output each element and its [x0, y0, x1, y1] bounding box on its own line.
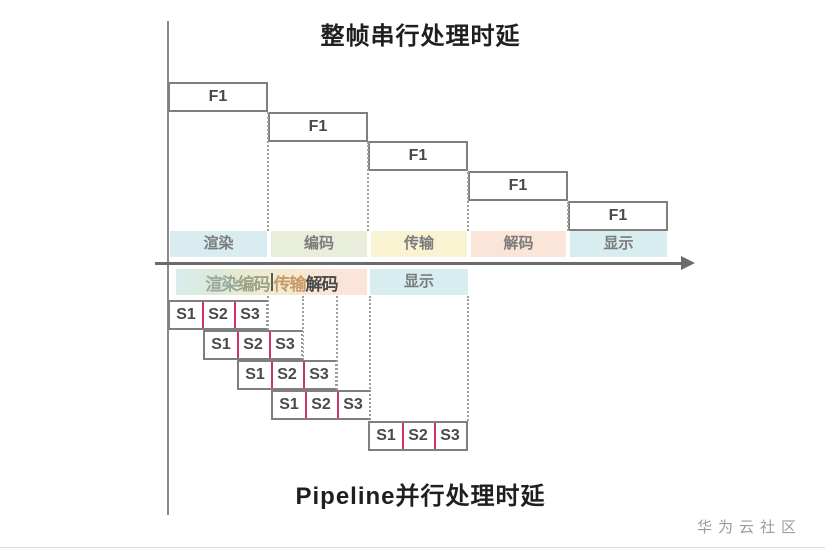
- slice-label: S2: [208, 306, 228, 323]
- horizontal-time-axis: [155, 262, 683, 265]
- serial-frame-box-encode: F1: [268, 112, 368, 142]
- pipeline-slice-row-4: S1 S2 S3: [271, 390, 371, 420]
- merged-stage-render-label: 渲染: [205, 274, 239, 294]
- slice-label: S1: [211, 336, 231, 353]
- serial-frame-box-decode: F1: [468, 171, 568, 201]
- pipeline-dotted-line-3: [336, 296, 338, 390]
- frame-label: F1: [608, 207, 628, 224]
- serial-dotted-line-4: [567, 202, 569, 231]
- pipeline-slice-row-1: S1 S2 S3: [168, 300, 268, 330]
- frame-label: F1: [508, 177, 528, 194]
- pipeline-section-title: Pipeline并行处理时延: [295, 483, 546, 510]
- serial-frame-box-display: F1: [568, 201, 668, 231]
- slice-divider: [303, 362, 305, 388]
- slice-label: S3: [343, 396, 363, 413]
- bottom-divider-line: [0, 547, 825, 548]
- merged-stage-divider: [270, 273, 273, 291]
- slice-label: S2: [311, 396, 331, 413]
- slice-label: S3: [440, 427, 460, 444]
- merged-stage-encode-label: 编码: [237, 274, 271, 294]
- pipeline-dotted-line-4: [369, 296, 371, 420]
- merged-stage-decode-label: 解码: [305, 274, 339, 294]
- frame-label: F1: [208, 88, 228, 105]
- slice-label: S1: [279, 396, 299, 413]
- pipeline-slice-row-5: S1 S2 S3: [368, 421, 468, 451]
- slice-label: S1: [376, 427, 396, 444]
- watermark-huawei-cloud-community: 华为云社区: [697, 519, 803, 536]
- time-axis-arrowhead-icon: [681, 256, 695, 270]
- stage-cell-decode: 解码: [471, 231, 566, 257]
- slice-label: S1: [245, 366, 265, 383]
- stage-cell-transmit: 传输: [371, 231, 467, 257]
- stage-cell-display: 显示: [570, 231, 667, 257]
- serial-dotted-line-3: [467, 172, 469, 231]
- slice-divider: [234, 302, 236, 328]
- slice-divider: [434, 423, 436, 449]
- stage-cell-render: 渲染: [170, 231, 267, 257]
- slice-label: S3: [275, 336, 295, 353]
- serial-frame-box-render: F1: [168, 82, 268, 112]
- vertical-axis-line: [167, 21, 169, 515]
- slice-label: S3: [309, 366, 329, 383]
- pipeline-dotted-line-2: [302, 296, 304, 360]
- pipeline-merged-stages-box: 渲染编码传输解码: [176, 269, 367, 295]
- slice-divider: [202, 302, 204, 328]
- slice-divider: [271, 362, 273, 388]
- frame-label: F1: [408, 147, 428, 164]
- serial-section-title: 整帧串行处理时延: [320, 23, 521, 50]
- slice-divider: [237, 332, 239, 358]
- slice-label: S3: [240, 306, 260, 323]
- slice-divider: [269, 332, 271, 358]
- frame-label: F1: [308, 118, 328, 135]
- slice-label: S2: [408, 427, 428, 444]
- serial-dotted-line-2: [367, 142, 369, 231]
- stage-cell-encode: 编码: [271, 231, 367, 257]
- slice-divider: [337, 392, 339, 418]
- pipeline-slice-row-2: S1 S2 S3: [203, 330, 303, 360]
- slice-divider: [402, 423, 404, 449]
- slice-label: S1: [176, 306, 196, 323]
- serial-frame-box-transmit: F1: [368, 141, 468, 171]
- merged-stage-transmit-label: 传输: [273, 274, 307, 294]
- pipeline-dotted-line-5: [467, 296, 469, 421]
- pipeline-stage-cell-display: 显示: [370, 269, 468, 295]
- slice-label: S2: [277, 366, 297, 383]
- pipeline-dotted-line-1: [267, 296, 269, 330]
- pipeline-slice-row-3: S1 S2 S3: [237, 360, 337, 390]
- slice-label: S2: [243, 336, 263, 353]
- serial-dotted-line-1: [267, 112, 269, 231]
- slice-divider: [305, 392, 307, 418]
